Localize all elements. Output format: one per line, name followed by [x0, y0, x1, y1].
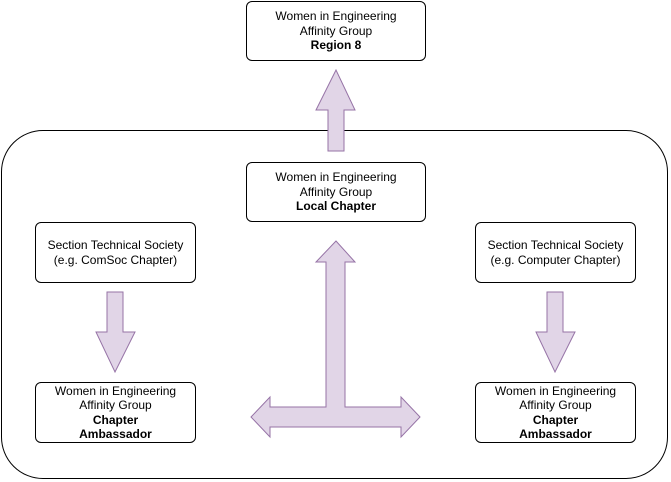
- amb-left-line3: Chapter: [92, 412, 139, 427]
- region-node: Women in Engineering Affinity Group Regi…: [246, 1, 426, 61]
- section-right-line1: Section Technical Society: [487, 238, 624, 252]
- region-line2: Affinity Group: [299, 23, 373, 38]
- amb-left-line1: Women in Engineering: [54, 383, 177, 398]
- arrow-three-way: [250, 240, 421, 439]
- local-chapter-node: Women in Engineering Affinity Group Loca…: [246, 162, 426, 222]
- arrow-up-to-region: [315, 68, 356, 152]
- arrow-down-right: [535, 291, 576, 374]
- amb-right-line2: Affinity Group: [519, 398, 592, 412]
- arrow-down-left: [95, 291, 136, 374]
- ambassador-right-node: Women in Engineering Affinity Group Chap…: [475, 382, 636, 443]
- section-right-line2: (e.g. Computer Chapter): [490, 252, 621, 267]
- local-line3: Local Chapter: [295, 199, 376, 214]
- local-line1: Women in Engineering: [275, 170, 397, 185]
- amb-left-line2: Affinity Group: [79, 398, 152, 412]
- amb-right-line3: Chapter: [532, 412, 579, 427]
- section-left-line2: (e.g. ComSoc Chapter): [53, 252, 178, 267]
- amb-left-line4: Ambassador: [79, 427, 152, 441]
- section-left-line1: Section Technical Society: [47, 238, 184, 252]
- section-right-node: Section Technical Society (e.g. Computer…: [475, 222, 636, 283]
- region-line3: Region 8: [310, 38, 362, 53]
- ambassador-left-node: Women in Engineering Affinity Group Chap…: [35, 382, 196, 443]
- section-left-node: Section Technical Society (e.g. ComSoc C…: [35, 222, 196, 283]
- amb-right-line1: Women in Engineering: [494, 383, 617, 398]
- local-line2: Affinity Group: [299, 184, 373, 199]
- region-line1: Women in Engineering: [275, 9, 397, 24]
- amb-right-line4: Ambassador: [519, 427, 592, 441]
